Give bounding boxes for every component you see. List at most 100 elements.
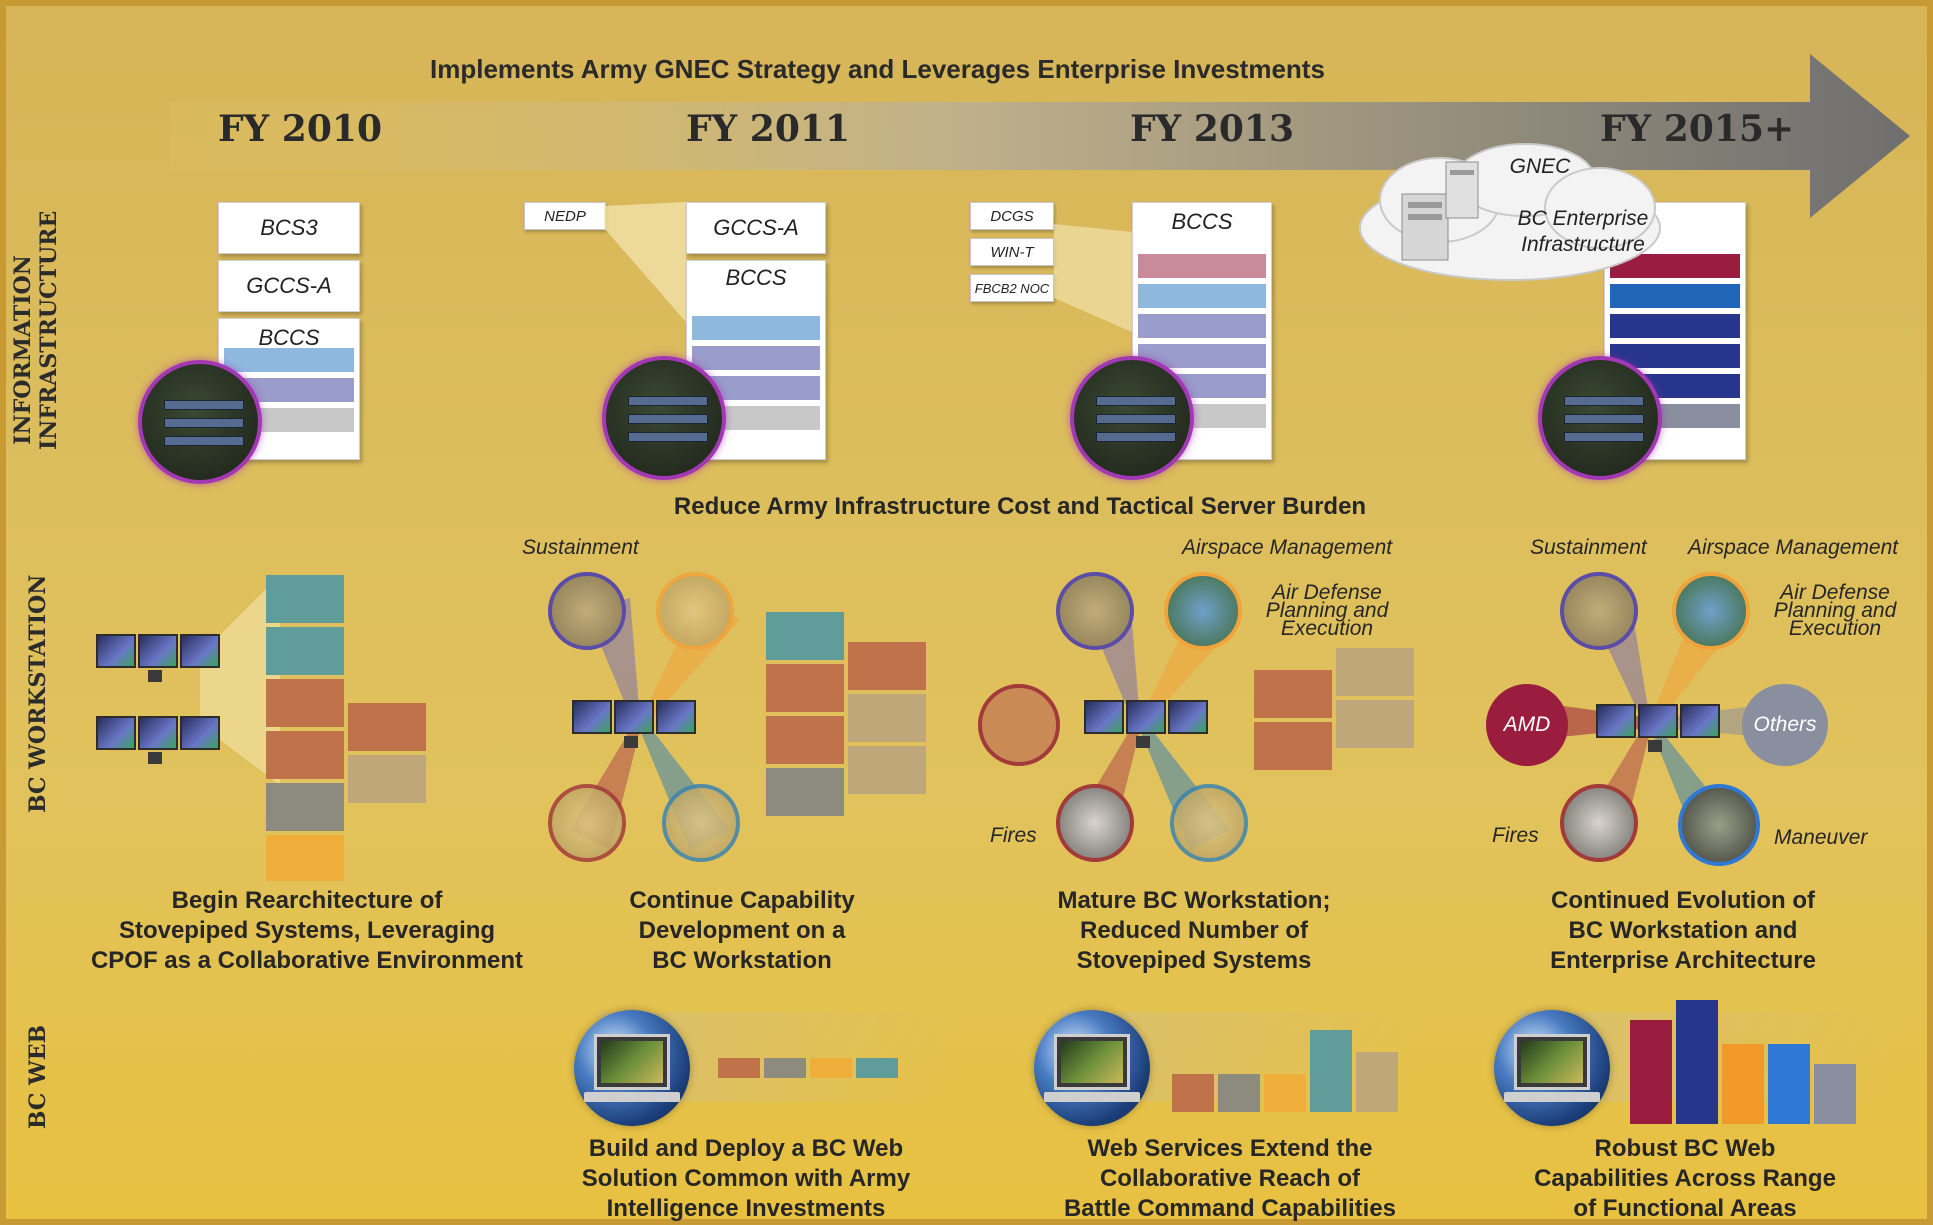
fy2013-label: FY 2013 bbox=[1130, 108, 1294, 150]
bc-enterprise-line2: Infrastructure bbox=[1521, 233, 1645, 256]
bcs3-card: BCS3 bbox=[218, 202, 360, 254]
web-bar bbox=[718, 1058, 760, 1078]
stack-block bbox=[266, 679, 344, 727]
fy2010-system-stack bbox=[266, 575, 346, 881]
server-rack-icon bbox=[1070, 356, 1194, 480]
caption-line: Capabilities Across Range bbox=[1534, 1165, 1836, 1192]
sustainment-label: Sustainment bbox=[522, 536, 639, 559]
row-label-info-line1: INFORMATION bbox=[10, 255, 36, 445]
fy2015-web-bars bbox=[1630, 1000, 1860, 1124]
workstation-monitors-icon bbox=[96, 716, 226, 776]
caption-line: Stovepiped Systems, Leveraging bbox=[118, 917, 496, 944]
fy2013-workstation-caption: Mature BC Workstation; Reduced Number of… bbox=[1024, 886, 1364, 976]
caption-line: Solution Common with Army bbox=[581, 1165, 911, 1192]
air-defense-line: Execution bbox=[1788, 617, 1882, 640]
fbcb2-noc-tag: FBCB2 NOC bbox=[970, 274, 1054, 302]
sustainment-truck-icon bbox=[1056, 572, 1134, 650]
amd-label: AMD bbox=[1503, 713, 1551, 736]
air-defense-line: Execution bbox=[1280, 617, 1374, 640]
caption-line: Enterprise Architecture bbox=[1550, 947, 1816, 974]
amd-placeholder-circle bbox=[978, 684, 1060, 766]
callout-wedge bbox=[200, 575, 280, 785]
caption-line: BC Workstation and bbox=[1568, 917, 1798, 944]
stack-block bbox=[848, 642, 926, 690]
caption-line: Battle Command Capabilities bbox=[1063, 1195, 1397, 1222]
row-label-info-infrastructure: INFORMATION INFRASTRUCTURE bbox=[0, 211, 140, 450]
bccs-label: BCCS bbox=[725, 265, 787, 290]
laptop-icon bbox=[1514, 1034, 1590, 1090]
stack-block bbox=[266, 575, 344, 623]
gccs-a-card: GCCS-A bbox=[218, 260, 360, 312]
fires-artillery-icon bbox=[1560, 784, 1638, 862]
caption-line: BC Workstation bbox=[652, 947, 832, 974]
bc-enterprise-label: BC Enterprise Infrastructure bbox=[1498, 206, 1668, 258]
stack-block bbox=[766, 716, 844, 764]
sustainment-truck-icon bbox=[1560, 572, 1638, 650]
air-defense-line: Planning and bbox=[1773, 599, 1897, 622]
callout-wedge bbox=[604, 202, 686, 322]
web-bar bbox=[1264, 1074, 1306, 1112]
caption-line: Collaborative Reach of bbox=[1099, 1165, 1361, 1192]
laptop-base bbox=[1044, 1092, 1140, 1102]
workstation-monitors-icon bbox=[572, 700, 702, 760]
maneuver-label: Maneuver bbox=[1774, 826, 1868, 849]
gnec-label: GNEC bbox=[1509, 155, 1571, 178]
stack-bar bbox=[1610, 314, 1740, 338]
row-label-bc-workstation-text: BC WORKSTATION bbox=[25, 574, 51, 813]
stack-block bbox=[848, 746, 926, 794]
fy2015-label: FY 2015+ bbox=[1600, 108, 1795, 150]
cloud-icon bbox=[1359, 143, 1661, 281]
fy2011-web-caption: Build and Deploy a BC Web Solution Commo… bbox=[566, 1134, 926, 1224]
air-defense-line: Air Defense bbox=[1780, 581, 1890, 604]
fy2011-web-bars bbox=[718, 1058, 902, 1078]
bccs-label: BCCS bbox=[1171, 209, 1233, 234]
stack-bar bbox=[1138, 284, 1266, 308]
stack-bar bbox=[224, 348, 354, 372]
airspace-icon bbox=[656, 572, 734, 650]
callout-wedge bbox=[1054, 224, 1132, 332]
caption-line: Stovepiped Systems bbox=[1076, 947, 1312, 974]
row-label-bc-web-text: BC WEB bbox=[25, 1024, 51, 1130]
server-rack-icon bbox=[1538, 356, 1662, 480]
fires-artillery-icon bbox=[548, 784, 626, 862]
web-bar bbox=[1768, 1044, 1810, 1124]
stack-block bbox=[266, 835, 344, 881]
web-bar bbox=[1172, 1074, 1214, 1112]
fy2015-workstation-caption: Continued Evolution of BC Workstation an… bbox=[1498, 886, 1868, 976]
bc-enterprise-line1: BC Enterprise bbox=[1517, 207, 1649, 230]
web-bar bbox=[810, 1058, 852, 1078]
fy2015-infrastructure bbox=[1604, 202, 1746, 460]
caption-line: Robust BC Web bbox=[1594, 1135, 1776, 1162]
timeline-arrow bbox=[170, 54, 1910, 218]
caption-line: of Functional Areas bbox=[1573, 1195, 1797, 1222]
stack-bar bbox=[692, 346, 820, 370]
laptop-icon bbox=[1054, 1034, 1130, 1090]
caption-line: Mature BC Workstation; bbox=[1057, 887, 1331, 914]
fy2013-web-caption: Web Services Extend the Collaborative Re… bbox=[1050, 1134, 1410, 1224]
row-label-info-line2: INFRASTRUCTURE bbox=[36, 210, 62, 450]
stack-block bbox=[766, 612, 844, 660]
stack-bar bbox=[1138, 314, 1266, 338]
caption-line: Build and Deploy a BC Web bbox=[588, 1135, 904, 1162]
fy2011-system-stack bbox=[766, 612, 926, 818]
server-rack-icon bbox=[138, 360, 262, 484]
stack-block bbox=[266, 783, 344, 831]
win-t-tag: WIN-T bbox=[970, 238, 1054, 266]
fires-artillery-icon bbox=[1056, 784, 1134, 862]
others-circle: Others bbox=[1742, 684, 1828, 766]
caption-line: Continue Capability bbox=[629, 887, 855, 914]
web-bar bbox=[1356, 1052, 1398, 1112]
web-bar bbox=[856, 1058, 898, 1078]
stack-block bbox=[1254, 722, 1332, 770]
web-bar bbox=[764, 1058, 806, 1078]
sustainment-truck-icon bbox=[548, 572, 626, 650]
web-bar bbox=[1814, 1064, 1856, 1124]
stack-block bbox=[266, 731, 344, 779]
maneuver-soldier-icon bbox=[662, 784, 740, 862]
web-bar bbox=[1722, 1044, 1764, 1124]
stack-block bbox=[766, 664, 844, 712]
laptop-icon bbox=[594, 1034, 670, 1090]
laptop-base bbox=[1504, 1092, 1600, 1102]
web-bar bbox=[1676, 1000, 1718, 1124]
web-bar bbox=[1310, 1030, 1352, 1112]
